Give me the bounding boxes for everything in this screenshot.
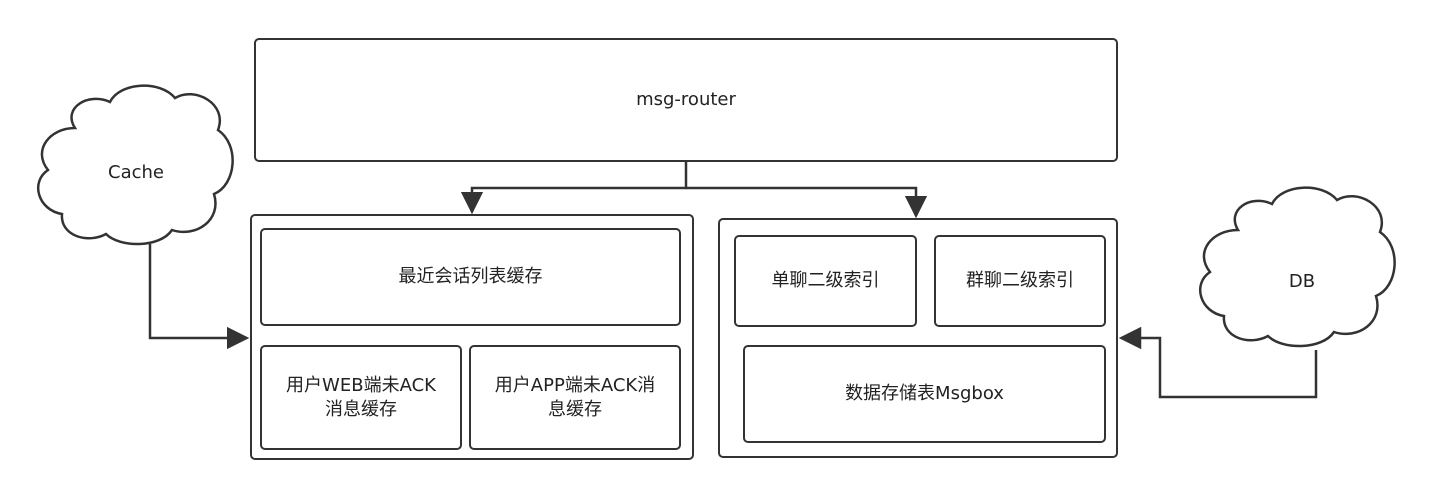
recent-sessions-cache-label: 最近会话列表缓存 (398, 266, 543, 287)
app-ack-cache-label: 用户APP端未ACK消 息缓存 (494, 374, 656, 420)
web-ack-cache-label: 用户WEB端未ACK 消息缓存 (286, 374, 436, 420)
single-chat-index-box: 单聊二级索引 (734, 235, 917, 327)
router-to-storage-module-arrow (686, 186, 928, 219)
msgbox-storage-label: 数据存储表Msgbox (845, 383, 1004, 404)
msgbox-storage-box: 数据存储表Msgbox (743, 345, 1106, 443)
msg-router-box: msg-router (254, 38, 1118, 162)
msg-router-label: msg-router (636, 89, 736, 110)
recent-sessions-cache-box: 最近会话列表缓存 (260, 228, 681, 326)
db-to-module-arrow (1118, 326, 1318, 399)
group-chat-index-box: 群聊二级索引 (934, 235, 1106, 327)
router-to-cache-module-arrow (460, 161, 688, 215)
web-ack-cache-box: 用户WEB端未ACK 消息缓存 (260, 345, 462, 450)
single-chat-index-label: 单聊二级索引 (771, 270, 880, 291)
group-chat-index-label: 群聊二级索引 (966, 270, 1074, 291)
db-cloud-icon (1199, 186, 1396, 348)
cache-to-module-arrow (148, 244, 250, 350)
db-label: DB (1288, 271, 1316, 292)
cache-label: Cache (108, 162, 164, 183)
cache-cloud-icon (37, 84, 234, 246)
app-ack-cache-box: 用户APP端未ACK消 息缓存 (469, 345, 681, 450)
